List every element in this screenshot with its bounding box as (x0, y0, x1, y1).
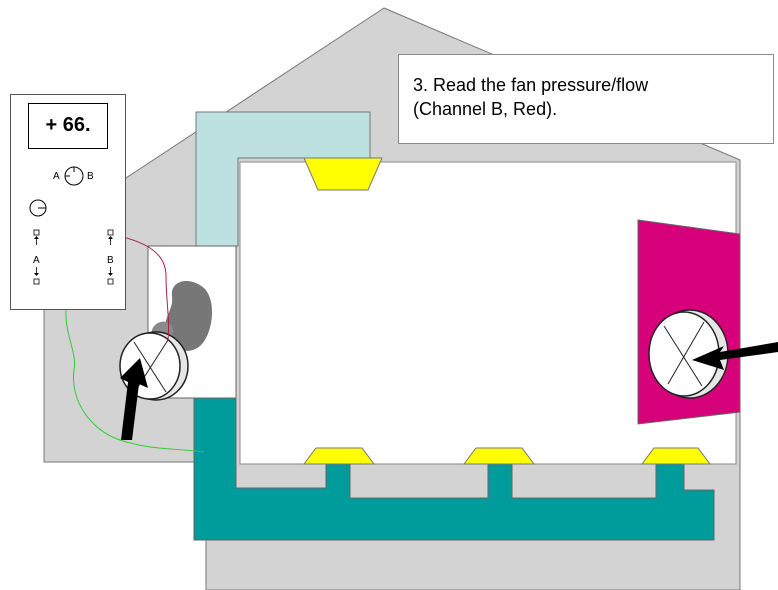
channel-a-label: A (53, 171, 60, 182)
airflow-arrow-icon-duct (120, 358, 148, 440)
fan-shadow (165, 281, 213, 351)
register-floor-2 (463, 447, 535, 465)
pressure-gauge: + 66. A B A B (10, 94, 126, 310)
instruction-callout: 3. Read the fan pressure/flow (Channel B… (398, 54, 774, 144)
airflow-arrow-icon-house (692, 342, 778, 370)
port-a-label: A (33, 255, 40, 266)
register-floor-3 (641, 447, 711, 465)
gauge-display-value: + 66. (45, 114, 91, 136)
channel-b-label: B (87, 171, 94, 182)
channel-selector-icon[interactable] (63, 165, 85, 187)
instruction-text: 3. Read the fan pressure/flow (Channel B… (413, 73, 648, 121)
instruction-line-1: 3. Read the fan pressure/flow (413, 75, 649, 95)
instruction-line-2: (Channel B, Red). (413, 99, 558, 119)
function-knob-icon[interactable] (27, 197, 49, 219)
port-b-label: B (107, 255, 114, 266)
port-symbol-icon-b[interactable] (105, 229, 119, 289)
gauge-display: + 66. (28, 103, 108, 149)
register-floor-1 (303, 447, 375, 465)
port-symbol-icon-a[interactable] (31, 229, 45, 289)
tube-b-red (109, 233, 170, 341)
register-top (303, 157, 383, 191)
blower-door-fan-icon (648, 309, 729, 399)
